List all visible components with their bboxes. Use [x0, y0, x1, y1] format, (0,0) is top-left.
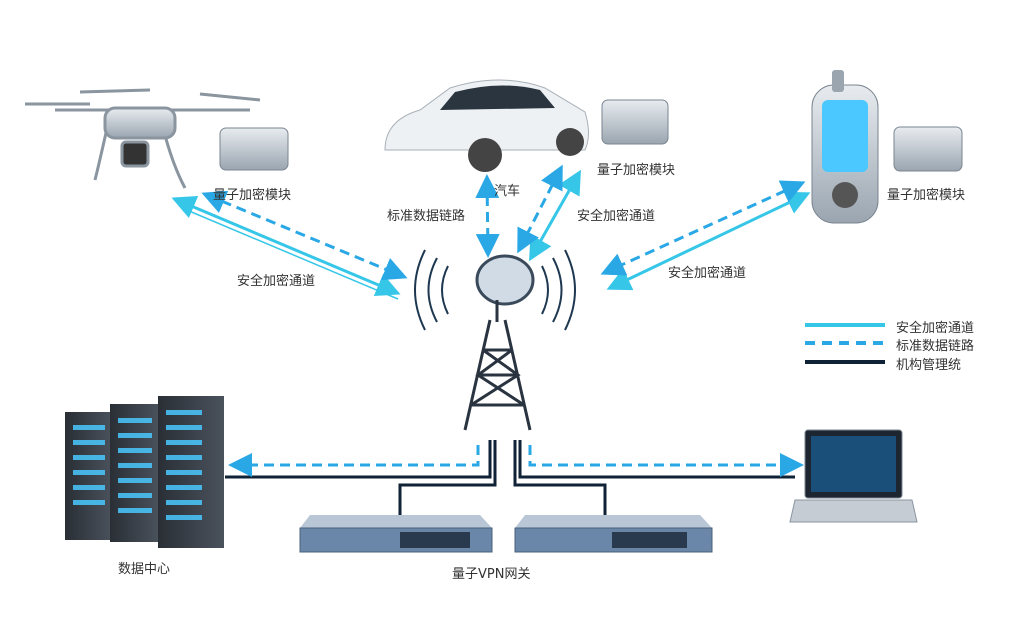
legend-label-management: 机构管理统: [896, 358, 962, 373]
quantum-module-car: [601, 99, 669, 145]
server-racks: [65, 396, 224, 548]
laptop: [789, 429, 918, 523]
management-lines: [225, 440, 795, 515]
handheld-device: [811, 70, 879, 224]
drone-module-label: 量子加密模块: [213, 188, 292, 203]
quantum-module-drone: [219, 127, 289, 171]
drone: [25, 88, 261, 189]
car: [384, 79, 589, 172]
secure-channel-left-label: 安全加密通道: [237, 274, 316, 289]
data-center-label: 数据中心: [118, 562, 171, 577]
vpn-gateways: [299, 515, 713, 553]
legend-label-secure: 安全加密通道: [896, 321, 975, 336]
drone-links: [171, 190, 408, 300]
quantum-module-handheld: [893, 126, 963, 172]
signal-waves: [414, 249, 576, 331]
car-label: 汽车: [494, 184, 521, 199]
secure-channel-right-label: 安全加密通道: [668, 266, 747, 281]
legend-label-standard: 标准数据链路: [896, 339, 975, 354]
bottom-dashed-links: [228, 445, 804, 477]
legend: [805, 323, 885, 364]
antenna-tower: [463, 254, 535, 431]
handheld-module-label: 量子加密模块: [887, 188, 966, 203]
car-module-label: 量子加密模块: [597, 163, 676, 178]
secure-channel-top-label: 安全加密通道: [577, 209, 656, 224]
standard-link-label: 标准数据链路: [387, 209, 466, 224]
vpn-gateway-label: 量子VPN网关: [452, 567, 531, 582]
handheld-links: [600, 180, 811, 291]
car-links: [475, 164, 581, 262]
